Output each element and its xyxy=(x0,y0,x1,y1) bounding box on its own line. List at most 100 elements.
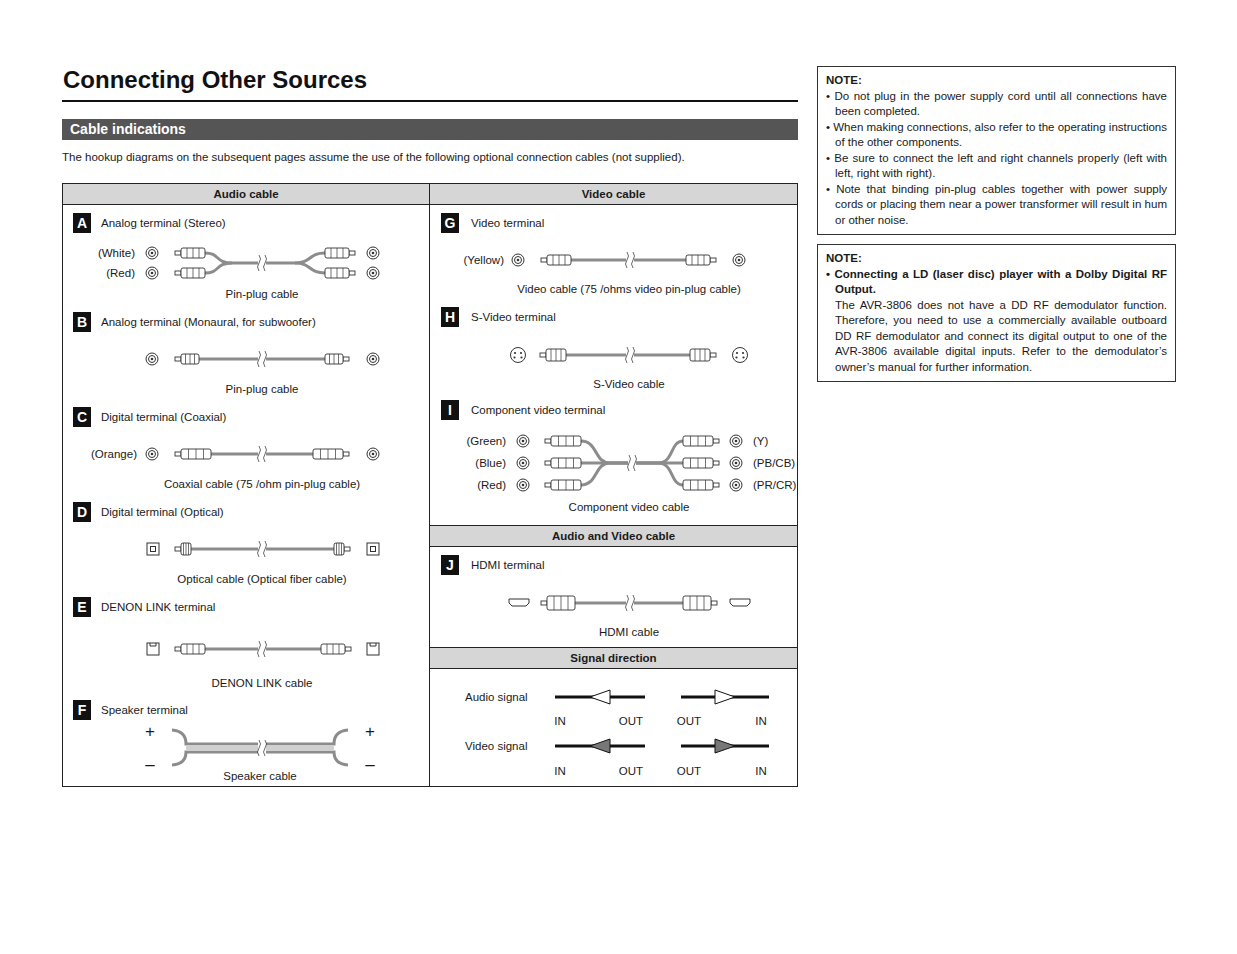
cable-break-gap xyxy=(626,252,634,268)
note-item: • When making connections, also refer to… xyxy=(826,120,1167,151)
letter: J xyxy=(441,555,459,575)
plug-rib xyxy=(698,255,699,265)
cable-break-mark xyxy=(626,595,629,611)
letter: D xyxy=(73,502,91,522)
svideo-pin xyxy=(742,356,744,358)
plug-rib xyxy=(553,255,554,265)
rca-jack-ring xyxy=(515,257,522,264)
plug-tip xyxy=(349,251,355,255)
plug-rib xyxy=(320,449,321,459)
plug-rib xyxy=(566,480,567,490)
cable-label: Pin-plug cable xyxy=(226,288,299,300)
cable-label: Speaker terminal xyxy=(101,704,188,716)
jack-notch xyxy=(370,643,376,646)
letter: E xyxy=(73,597,91,617)
plug-rib xyxy=(554,596,555,610)
plug-rib xyxy=(690,480,691,490)
cable-break-gap xyxy=(258,740,266,756)
cable-break-gap xyxy=(258,446,266,462)
letter-badge: D xyxy=(73,502,91,522)
plug-rib xyxy=(690,436,691,446)
square-jack xyxy=(367,643,379,655)
cable-label: S-Video terminal xyxy=(471,311,556,323)
heading: Cable indications xyxy=(70,119,798,140)
rca-jack-pin xyxy=(735,484,738,487)
rca-jack xyxy=(367,353,379,365)
note-heading: NOTE: xyxy=(826,251,1167,267)
svideo-pin xyxy=(736,352,738,354)
section-band: Cable indications xyxy=(62,119,798,140)
plug-rib xyxy=(566,436,567,446)
letter: C xyxy=(73,407,91,427)
letter: B xyxy=(73,312,91,332)
plug-tip xyxy=(545,483,551,487)
page-title: Connecting Other Sources xyxy=(63,66,367,94)
table-column: Video cableGHI xyxy=(430,183,798,526)
plug-rib xyxy=(705,436,706,446)
cable-label: – xyxy=(145,755,154,775)
plug-rib xyxy=(188,543,189,555)
note-item: The AVR-3806 does not have a DD RF demod… xyxy=(826,298,1167,376)
plug-rib xyxy=(558,436,559,446)
letter: H xyxy=(441,307,459,327)
rca-jack-ring xyxy=(736,257,743,264)
optical-port xyxy=(371,547,376,552)
cable-break-gap xyxy=(258,541,266,557)
plug-tip xyxy=(175,251,181,255)
plug-rib xyxy=(558,458,559,468)
cable-label: (Yellow) xyxy=(464,254,504,266)
plug-rib xyxy=(194,354,195,364)
title-rule xyxy=(62,100,798,102)
cable-label: Analog terminal (Stereo) xyxy=(101,217,226,229)
rca-jack xyxy=(367,267,379,279)
plug-rib xyxy=(556,349,557,361)
plug-rib xyxy=(559,255,560,265)
plug-rib xyxy=(327,644,328,654)
plug-body xyxy=(551,480,581,490)
hdmi-jack xyxy=(509,599,529,606)
cable-label: Analog terminal (Monaural, for subwoofer… xyxy=(101,316,316,328)
rca-jack xyxy=(367,448,379,460)
cable-break-mark xyxy=(626,252,629,268)
rca-jack-ring xyxy=(733,482,740,489)
plug-rib xyxy=(697,596,698,610)
rca-jack-pin xyxy=(151,272,154,275)
plug-rib xyxy=(331,248,332,258)
plug-rib xyxy=(698,436,699,446)
cable-label: HDMI terminal xyxy=(471,559,544,571)
cable-label: IN xyxy=(755,765,767,777)
note-heading: NOTE: xyxy=(826,73,1167,89)
letter: F xyxy=(73,700,91,720)
svideo-pin xyxy=(514,352,516,354)
rca-jack-ring xyxy=(149,250,156,257)
cable-break-mark xyxy=(632,252,635,268)
cable-label: HDMI cable xyxy=(599,626,659,638)
letter-badge: C xyxy=(73,407,91,427)
plug-body xyxy=(547,255,571,265)
svideo-pin xyxy=(520,352,522,354)
plug-rib xyxy=(337,268,338,278)
plug-tip xyxy=(710,353,716,357)
cable-label: Audio signal xyxy=(465,691,528,703)
square-jack xyxy=(147,543,159,555)
note-box: NOTE:• Do not plug in the power supply c… xyxy=(817,66,1176,235)
heading: Video cable xyxy=(430,184,797,205)
square-jack xyxy=(367,543,379,555)
heading: Audio and Video cable xyxy=(430,526,797,547)
plug-tip xyxy=(344,547,350,551)
cable-label: Optical cable (Optical fiber cable) xyxy=(177,573,346,585)
plug-tip xyxy=(343,357,349,361)
rca-jack-pin xyxy=(522,462,525,465)
cable-label: Digital terminal (Optical) xyxy=(101,506,224,518)
plug-rib xyxy=(334,354,335,364)
plug-tip xyxy=(349,271,355,275)
rca-jack-pin xyxy=(372,272,375,275)
cable-label: Component video terminal xyxy=(471,404,605,416)
cable-break-gap xyxy=(258,351,266,367)
cable-label: Video terminal xyxy=(471,217,544,229)
plug-tip xyxy=(541,601,547,605)
cable-break-mark xyxy=(264,351,267,367)
cable-label: OUT xyxy=(677,765,701,777)
plug-rib xyxy=(568,596,569,610)
